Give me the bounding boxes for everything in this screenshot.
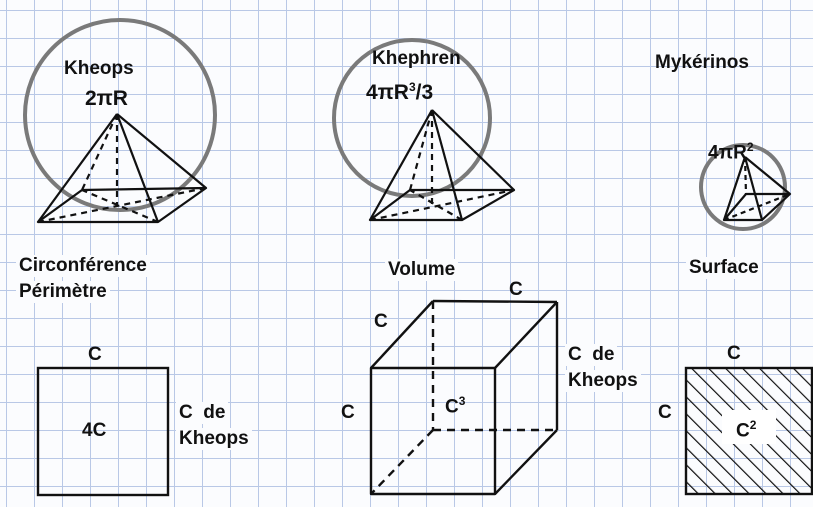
mykerinos-formula: 4πR2 (708, 136, 754, 164)
cube-right-label-line2: Kheops (565, 370, 641, 392)
khephren-formula-lead: 4πR (366, 81, 409, 104)
square-center-label: 4C (82, 420, 107, 441)
khephren-pyramid (368, 109, 516, 222)
khephren-formula: 4πR3/3 (366, 76, 433, 104)
perimeter-square (36, 366, 170, 497)
kheops-formula: 2πR (85, 87, 128, 110)
surface-center-base: C (736, 420, 750, 442)
surface-label-backdrop (722, 410, 776, 444)
cube-left-upper-label: C (374, 311, 388, 332)
cube-left-lower-label: C (341, 402, 355, 423)
cube-center-label: C3 (445, 390, 465, 418)
mykerinos-pyramid (722, 156, 792, 222)
cube-center-exponent: 3 (458, 394, 466, 408)
volume-cube (369, 299, 559, 496)
kheops-name: Kheops (64, 58, 134, 79)
khephren-circle (332, 38, 492, 198)
mykerinos-formula-lead: 4πR (708, 142, 747, 164)
cube-top-label: C (509, 279, 523, 300)
square-side-label-line1: C de (176, 402, 229, 424)
mykerinos-circle (699, 143, 787, 231)
surface-heading: Surface (686, 257, 762, 279)
cube-right-label-line1: C de (565, 344, 618, 366)
khephren-formula-exponent: 3 (408, 80, 416, 94)
surface-left-label: C (658, 402, 672, 423)
cube-center-base: C (445, 396, 459, 418)
perimeter-heading: Périmètre (16, 281, 110, 303)
kheops-circle (23, 18, 217, 212)
volume-heading: Volume (385, 259, 459, 281)
circumference-heading: Circonférence (16, 255, 150, 277)
mykerinos-name: Mykérinos (655, 52, 749, 73)
surface-top-label: C (727, 343, 741, 364)
square-side-label-line2: Kheops (176, 428, 252, 450)
surface-center-exponent: 2 (749, 418, 757, 432)
square-top-label: C (88, 344, 102, 365)
khephren-name: Khephren (372, 48, 461, 69)
mykerinos-formula-exponent: 2 (746, 140, 754, 154)
kheops-pyramid (36, 113, 208, 224)
khephren-formula-tail: /3 (415, 81, 434, 104)
surface-center-label: C2 (736, 414, 756, 442)
